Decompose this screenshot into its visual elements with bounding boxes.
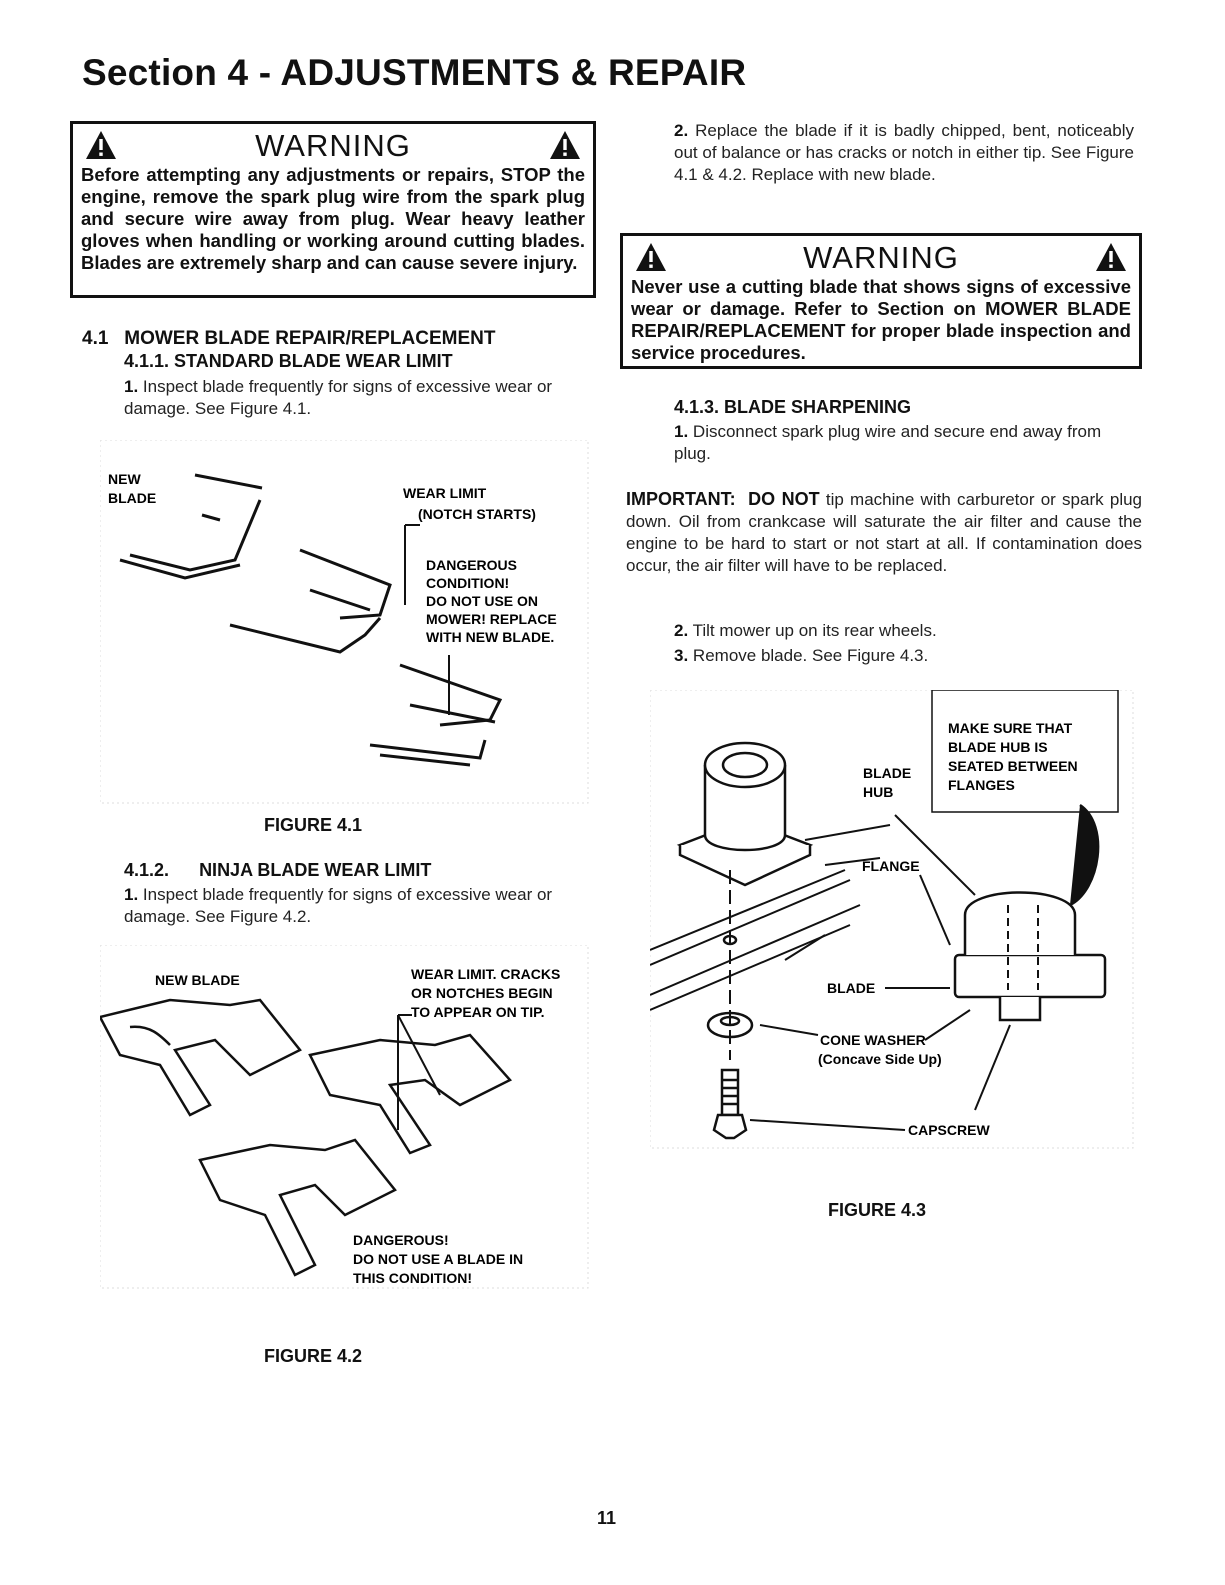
label-notch-starts: (NOTCH STARTS) xyxy=(418,506,536,522)
capscrew-drawing xyxy=(712,1068,748,1140)
subsection-4-1-1-heading: 4.1.1. STANDARD BLADE WEAR LIMIT xyxy=(124,351,453,371)
figure-4-1-caption: FIGURE 4.1 xyxy=(264,815,363,835)
label-cone-washer: CONE WASHER xyxy=(820,1032,926,1048)
new-blade-drawing xyxy=(119,473,263,580)
step-number: 2. xyxy=(674,621,689,640)
label-blade-hub-1: BLADE xyxy=(863,765,911,781)
warning-box-1: WARNING Before attempting any adjustment… xyxy=(70,121,596,298)
important-do-not: DO NOT xyxy=(748,489,820,509)
worn-blade-drawing xyxy=(229,548,392,654)
damaged-blade-drawing xyxy=(369,663,503,767)
warning-box-2: WARNING Never use a cutting blade that s… xyxy=(620,233,1142,369)
section-title: MOWER BLADE REPAIR/REPLACEMENT xyxy=(124,328,496,349)
figure-4-2-illustration: NEW BLADE WEAR LIMIT. CRACKS OR NOTCHES … xyxy=(98,944,589,1289)
label-flange: FLANGE xyxy=(862,858,920,874)
label-do-not-use-blade: DO NOT USE A BLADE IN xyxy=(353,1251,523,1267)
label-appear-on-tip: TO APPEAR ON TIP. xyxy=(411,1004,545,1020)
step-number: 2. xyxy=(674,121,689,140)
step-2-replace-blade: 2. Replace the blade if it is badly chip… xyxy=(674,120,1134,186)
section-4-1-heading: 4.1 MOWER BLADE REPAIR/REPLACEMENT xyxy=(82,328,495,350)
callout-box xyxy=(931,689,1119,813)
warning-text: Never use a cutting blade that shows sig… xyxy=(631,276,1131,363)
step-number: 1. xyxy=(674,422,689,441)
callout-flanges: FLANGES xyxy=(948,777,1015,793)
callout-seated-between: SEATED BETWEEN xyxy=(948,758,1078,774)
hub-assembly-drawing xyxy=(953,803,1107,1022)
step-text: Remove blade. See Figure 4.3. xyxy=(692,646,929,665)
warning-header: WARNING xyxy=(81,128,585,164)
step-text: Inspect blade frequently for signs of ex… xyxy=(124,885,553,926)
step-1-ninja: 1. Inspect blade frequently for signs of… xyxy=(124,884,594,928)
label-condition: CONDITION! xyxy=(426,575,509,591)
warning-text: Before attempting any adjustments or rep… xyxy=(81,164,585,273)
label-mower-replace: MOWER! REPLACE xyxy=(426,611,557,627)
important-text: tip machine with carburetor or spark plu… xyxy=(626,490,1142,575)
warning-title: WARNING xyxy=(803,240,959,275)
callout-blade-hub-is: BLADE HUB IS xyxy=(948,739,1048,755)
blade-hub-drawing xyxy=(676,741,814,887)
step-text: Replace the blade if it is badly chipped… xyxy=(674,121,1134,184)
warning-triangle-icon xyxy=(86,131,116,159)
subsection-title: NINJA BLADE WEAR LIMIT xyxy=(199,860,432,880)
label-do-not-use: DO NOT USE ON xyxy=(426,593,538,609)
section-number: 4.1 xyxy=(82,328,109,349)
warning-header: WARNING xyxy=(631,240,1131,276)
label-blade: BLADE xyxy=(108,490,156,506)
step-3-remove: 3. Remove blade. See Figure 4.3. xyxy=(674,645,1134,667)
ninja-damaged-blade-drawing xyxy=(198,1138,397,1277)
warning-triangle-icon xyxy=(1096,243,1126,271)
subsection-4-1-2-heading: 4.1.2. NINJA BLADE WEAR LIMIT xyxy=(124,860,431,881)
callout-make-sure: MAKE SURE THAT xyxy=(948,720,1073,736)
important-label: IMPORTANT: xyxy=(626,489,736,509)
label-notches-begin: OR NOTCHES BEGIN xyxy=(411,985,553,1001)
label-this-condition: THIS CONDITION! xyxy=(353,1270,472,1286)
step-number: 1. xyxy=(124,377,139,396)
subsection-4-1-3-heading: 4.1.3. BLADE SHARPENING xyxy=(674,397,912,417)
warning-triangle-icon xyxy=(636,243,666,271)
step-1-disconnect: 1. Disconnect spark plug wire and secure… xyxy=(674,421,1134,465)
step-1-standard: 1. Inspect blade frequently for signs of… xyxy=(124,376,594,420)
warning-triangle-icon xyxy=(550,131,580,159)
step-text: Tilt mower up on its rear wheels. xyxy=(692,621,937,640)
figure-4-1-illustration: NEW BLADE WEAR LIMIT (NOTCH STARTS) DANG… xyxy=(99,439,589,804)
ninja-new-blade-drawing xyxy=(98,998,302,1117)
label-wear-limit: WEAR LIMIT xyxy=(403,485,487,501)
step-text: Inspect blade frequently for signs of ex… xyxy=(124,377,553,418)
step-number: 3. xyxy=(674,646,689,665)
label-dangerous: DANGEROUS! xyxy=(353,1232,449,1248)
warning-title: WARNING xyxy=(255,128,411,163)
step-number: 1. xyxy=(124,885,139,904)
label-blade-hub-2: HUB xyxy=(863,784,893,800)
label-dangerous: DANGEROUS xyxy=(426,557,517,573)
subsection-number: 4.1.2. xyxy=(124,860,170,880)
label-with-new-blade: WITH NEW BLADE. xyxy=(426,629,554,645)
label-new-blade: NEW BLADE xyxy=(155,972,240,988)
label-capscrew: CAPSCREW xyxy=(908,1122,990,1138)
label-concave-side-up: (Concave Side Up) xyxy=(818,1051,942,1067)
page-title: Section 4 - ADJUSTMENTS & REPAIR xyxy=(82,52,747,93)
ninja-worn-blade-drawing xyxy=(308,1033,513,1155)
figure-4-2-caption: FIGURE 4.2 xyxy=(264,1346,363,1366)
figure-4-3: MAKE SURE THAT BLADE HUB IS SEATED BETWE… xyxy=(649,689,1135,1150)
step-2-tilt: 2. Tilt mower up on its rear wheels. xyxy=(674,620,1134,642)
label-wear-limit-cracks: WEAR LIMIT. CRACKS xyxy=(411,966,560,982)
important-note: IMPORTANT: DO NOT tip machine with carbu… xyxy=(626,488,1142,577)
figure-4-2: NEW BLADE WEAR LIMIT. CRACKS OR NOTCHES … xyxy=(98,944,590,1290)
step-text: Disconnect spark plug wire and secure en… xyxy=(674,422,1102,463)
label-new: NEW xyxy=(108,471,141,487)
page-number: 11 xyxy=(597,1508,617,1528)
figure-4-1: NEW BLADE WEAR LIMIT (NOTCH STARTS) DANG… xyxy=(99,439,590,805)
figure-4-3-illustration: MAKE SURE THAT BLADE HUB IS SEATED BETWE… xyxy=(649,689,1134,1149)
label-blade: BLADE xyxy=(827,980,875,996)
figure-4-3-caption: FIGURE 4.3 xyxy=(828,1200,927,1220)
